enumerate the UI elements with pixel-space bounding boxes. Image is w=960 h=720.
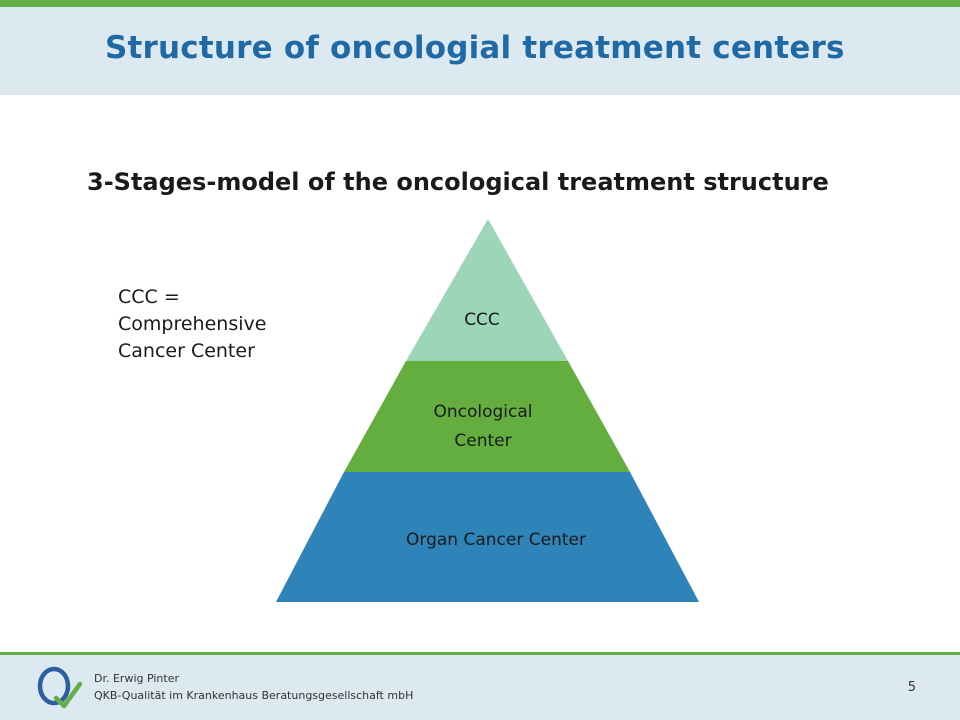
- pyramid-tier-top: [406, 219, 568, 361]
- diagram-subtitle: 3-Stages-model of the oncological treatm…: [87, 168, 829, 196]
- footer-accent-line: [0, 652, 960, 655]
- q-check-logo-icon: [37, 666, 83, 709]
- tier-label-oncological-line1: Oncological: [433, 402, 532, 422]
- pyramid-tier-middle: [344, 361, 630, 472]
- company-name: QKB-Qualität im Krankenhaus Beratungsges…: [94, 689, 414, 702]
- tier-label-ccc: CCC: [464, 310, 500, 330]
- note-line-2: Comprehensive: [118, 313, 267, 335]
- page-number: 5: [907, 680, 916, 695]
- ccc-definition-note: CCC = Comprehensive Cancer Center: [118, 284, 266, 365]
- footer-band: [0, 655, 960, 720]
- top-accent-bar: [0, 0, 960, 7]
- presenter-name: Dr. Erwig Pinter: [94, 672, 180, 685]
- pyramid-tier-bottom: [276, 472, 699, 602]
- note-line-1: CCC =: [118, 286, 180, 308]
- slide-title: Structure of oncologial treatment center…: [105, 30, 845, 66]
- tier-label-organ-cancer-center: Organ Cancer Center: [406, 530, 586, 550]
- tier-label-oncological-line2: Center: [454, 431, 511, 451]
- note-line-3: Cancer Center: [118, 340, 255, 362]
- header-band: [0, 7, 960, 95]
